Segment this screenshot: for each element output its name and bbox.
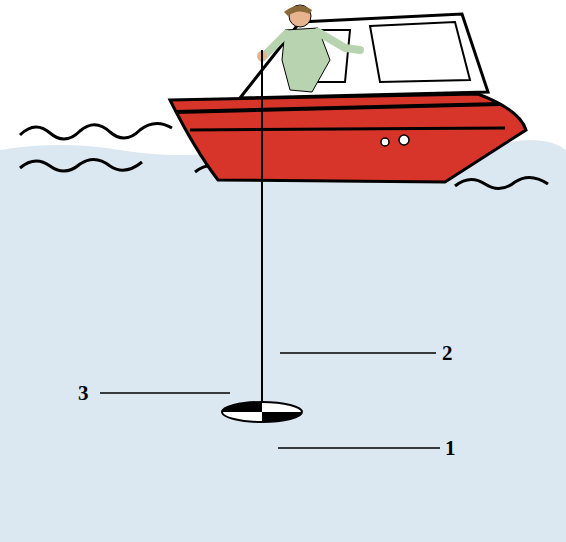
leader-line (280, 352, 436, 354)
callout-number: 1 (445, 438, 456, 459)
callout-number: 2 (442, 343, 453, 364)
porthole (381, 138, 389, 146)
disk-quadrant (222, 402, 262, 412)
boat-hull (170, 94, 526, 182)
secchi-disk (222, 402, 302, 422)
wave (455, 177, 548, 188)
callout-number: 3 (78, 383, 89, 404)
boat-cabin (240, 14, 488, 98)
man-hair (284, 5, 312, 16)
rope (261, 50, 263, 410)
leader-line (278, 447, 440, 449)
hull-stripe (190, 128, 505, 130)
leader-line (100, 392, 230, 394)
man-arm (318, 32, 360, 50)
porthole (399, 135, 409, 145)
wave (20, 159, 142, 171)
disk-quadrant (262, 412, 302, 422)
cabin-window (370, 22, 470, 82)
hull-stripe (176, 104, 500, 112)
water (0, 140, 566, 542)
wave (20, 123, 172, 139)
